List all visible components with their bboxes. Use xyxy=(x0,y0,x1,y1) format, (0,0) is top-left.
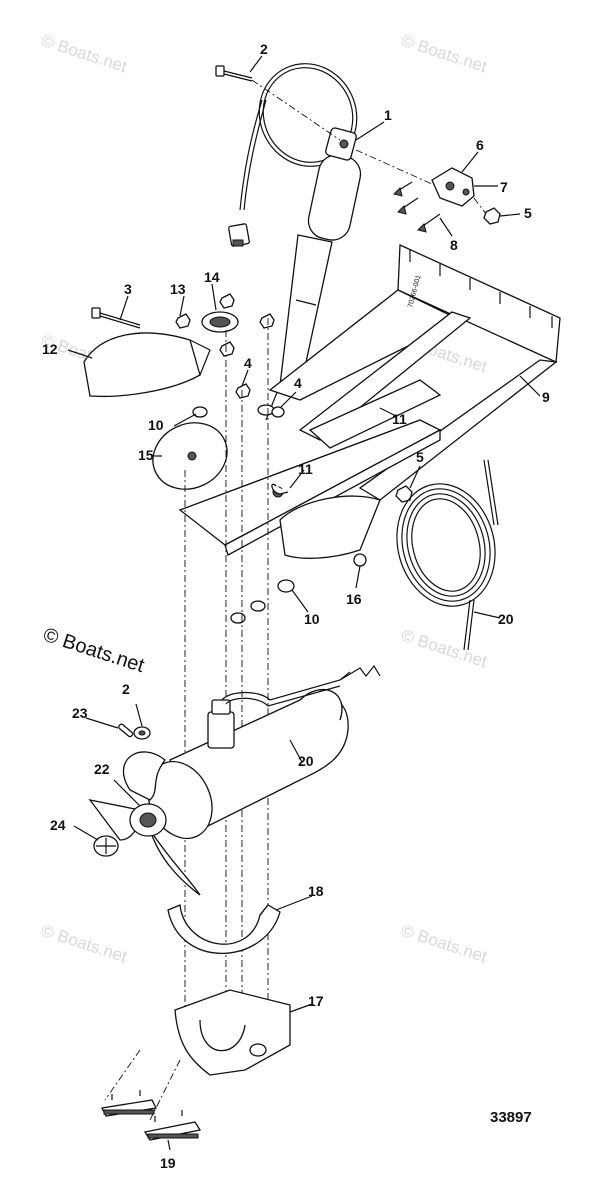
callout-4: 4 xyxy=(244,355,252,371)
mounting-strap xyxy=(167,904,281,954)
callout-7: 7 xyxy=(500,179,508,195)
callout-8: 8 xyxy=(450,237,458,253)
callout-2: 2 xyxy=(122,681,130,697)
callout-14: 14 xyxy=(204,269,220,285)
callout-20: 20 xyxy=(498,611,514,627)
frame-screws xyxy=(409,250,553,328)
trolling-motor xyxy=(147,664,381,840)
clip-11 xyxy=(271,483,289,495)
rubber-pads xyxy=(101,1090,202,1141)
callout-10: 10 xyxy=(304,611,320,627)
callout-20: 20 xyxy=(298,753,314,769)
callout-5: 5 xyxy=(416,449,424,465)
callout-16: 16 xyxy=(346,591,362,607)
bracket-assembly xyxy=(355,149,501,233)
callout-18: 18 xyxy=(308,883,324,899)
callout-2: 2 xyxy=(260,41,268,57)
watermark: © Boats.net xyxy=(39,921,130,967)
callout-10: 10 xyxy=(148,417,164,433)
callout-4: 4 xyxy=(294,375,302,391)
callout-5: 5 xyxy=(524,205,532,221)
saddle-bracket xyxy=(174,989,291,1076)
propeller xyxy=(88,751,201,896)
watermark: © Boats.net xyxy=(399,31,490,77)
mounting-frame: 70266-001 xyxy=(178,244,561,559)
callout-12: 12 xyxy=(42,341,58,357)
drawing-number: 33897 xyxy=(490,1109,532,1126)
callout-22: 22 xyxy=(94,761,110,777)
leader-lines xyxy=(67,55,541,1151)
watermark-large: © Boats.net xyxy=(40,624,147,677)
watermark: © Boats.net xyxy=(399,626,490,672)
callout-15: 15 xyxy=(138,447,154,463)
callout-1: 1 xyxy=(384,107,392,123)
prop-pin-washer xyxy=(118,723,151,740)
callout-24: 24 xyxy=(50,817,66,833)
callout-labels: 1 2 3 4 4 5 5 6 7 8 9 10 10 11 11 12 13 … xyxy=(42,41,550,1171)
prop-nut xyxy=(93,835,119,857)
cable-coil xyxy=(396,459,499,651)
grommets-lower xyxy=(230,553,367,624)
callout-13: 13 xyxy=(170,281,186,297)
bolt-2 xyxy=(215,65,341,141)
callout-11: 11 xyxy=(392,411,407,427)
watermark: © Boats.net xyxy=(399,921,490,967)
callout-19: 19 xyxy=(160,1155,176,1171)
callout-17: 17 xyxy=(308,993,324,1009)
shield-plate xyxy=(83,307,211,397)
callout-6: 6 xyxy=(476,137,484,153)
callout-3: 3 xyxy=(124,281,132,297)
callout-23: 23 xyxy=(72,705,88,721)
disc-plate xyxy=(152,422,228,490)
callout-9: 9 xyxy=(542,389,550,405)
grommet-and-nuts xyxy=(175,293,285,418)
callout-11: 11 xyxy=(298,461,313,477)
watermark: © Boats.net xyxy=(39,31,130,77)
